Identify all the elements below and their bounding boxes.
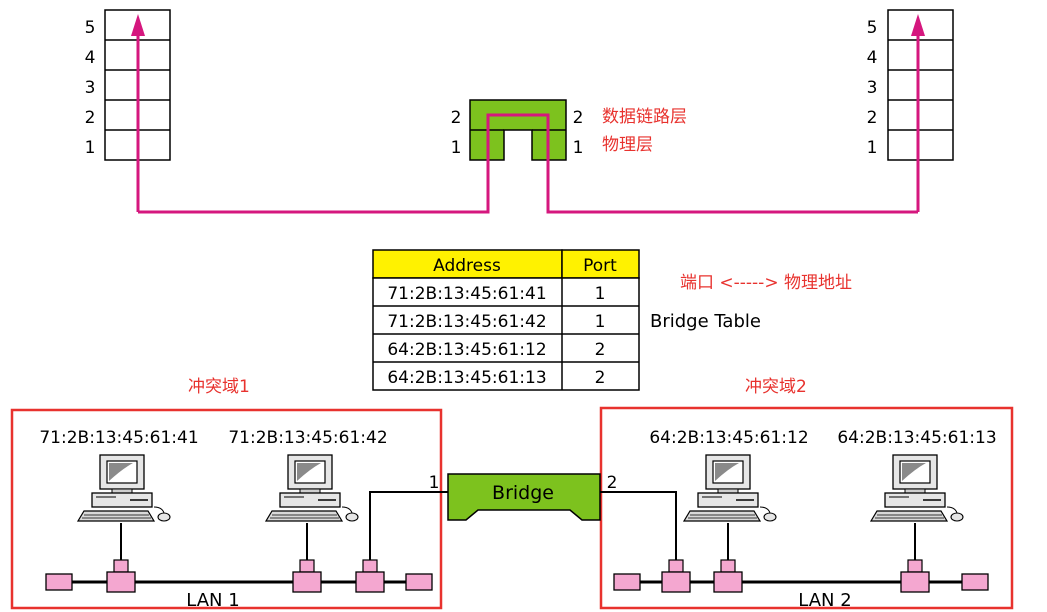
tap-connector [355, 571, 385, 593]
table-cell-address: 64:2B:13:45:61:13 [387, 368, 546, 388]
table-cell-address: 71:2B:13:45:61:42 [387, 312, 546, 332]
bridge-table-caption: Bridge Table [650, 311, 761, 332]
layer-label: 3 [85, 78, 96, 98]
table-cell-port: 1 [595, 312, 606, 332]
tap [362, 559, 378, 573]
tap [113, 559, 129, 573]
tap [720, 559, 736, 573]
layer-label: 5 [85, 18, 96, 38]
computer-icon [683, 454, 777, 522]
lan-1-label: LAN 1 [186, 590, 239, 611]
collision-domain-1-title: 冲突域1 [188, 377, 250, 397]
computer-icon [77, 454, 171, 522]
collision-domain-1-box [10, 408, 443, 610]
layer-label: 1 [85, 138, 96, 158]
terminator [405, 573, 433, 591]
layer-label: 4 [867, 48, 878, 68]
tap-connector [106, 571, 136, 593]
layer-label: 3 [867, 78, 878, 98]
bridge-device: Bridge 1 2 [429, 473, 618, 521]
table-cell-address: 71:2B:13:45:61:41 [387, 284, 546, 304]
layer-label: 2 [85, 108, 96, 128]
tap [907, 559, 923, 573]
host-address-label: 64:2B:13:45:61:13 [837, 428, 996, 448]
collision-domain-2-box [599, 406, 1014, 610]
table-cell-address: 64:2B:13:45:61:12 [387, 340, 546, 360]
computer-icon [265, 454, 359, 522]
up-arrow-icon [131, 14, 145, 36]
host-address-label: 71:2B:13:45:61:41 [39, 428, 198, 448]
tap-connector [900, 571, 930, 593]
tap-connector [661, 571, 691, 593]
lan-2-segment: LAN 2 [600, 491, 989, 611]
table-cell-port: 2 [595, 368, 606, 388]
bridge-port-1-label: 1 [429, 473, 440, 493]
layer-label: 5 [867, 18, 878, 38]
table-header-address: Address [433, 256, 501, 276]
host-address-label: 64:2B:13:45:61:12 [649, 428, 808, 448]
bridge-layer-label: 1 [451, 138, 462, 158]
bridge-layer-label: 2 [573, 108, 584, 128]
lan-2-label: LAN 2 [798, 590, 851, 611]
bridge-stack: 2 1 2 1 数据链路层 物理层 [451, 99, 687, 161]
layer-label: 1 [867, 138, 878, 158]
port-address-note: 端口 <-----> 物理地址 [680, 273, 852, 293]
layer-label: 2 [867, 108, 878, 128]
terminator [45, 573, 73, 591]
tap-connector [713, 571, 743, 593]
host-address-label: 71:2B:13:45:61:42 [228, 428, 387, 448]
data-path [131, 14, 925, 214]
layer-label: 4 [85, 48, 96, 68]
bridge-layer-label: 1 [573, 138, 584, 158]
tap-connector [292, 571, 322, 593]
terminator [961, 573, 989, 591]
left-host-stack: 5 4 3 2 1 [85, 9, 171, 161]
bridge-layer-label: 2 [451, 108, 462, 128]
bridge-port-2-label: 2 [607, 473, 618, 493]
right-host-stack: 5 4 3 2 1 [867, 9, 954, 161]
tap [668, 559, 684, 573]
table-cell-port: 2 [595, 340, 606, 360]
data-link-layer-label: 数据链路层 [602, 107, 687, 127]
computer-icon [870, 454, 964, 522]
table-cell-port: 1 [595, 284, 606, 304]
table-header-port: Port [583, 256, 617, 276]
collision-domain-2-title: 冲突域2 [745, 377, 807, 397]
terminator [613, 573, 641, 591]
lan-1-segment: LAN 1 [45, 491, 448, 611]
physical-layer-label: 物理层 [602, 135, 653, 155]
tap [299, 559, 315, 573]
bridge-label: Bridge [492, 482, 554, 504]
bridge-table: Address Port 71:2B:13:45:61:41 1 71:2B:1… [372, 249, 640, 391]
up-arrow-icon [911, 14, 925, 36]
